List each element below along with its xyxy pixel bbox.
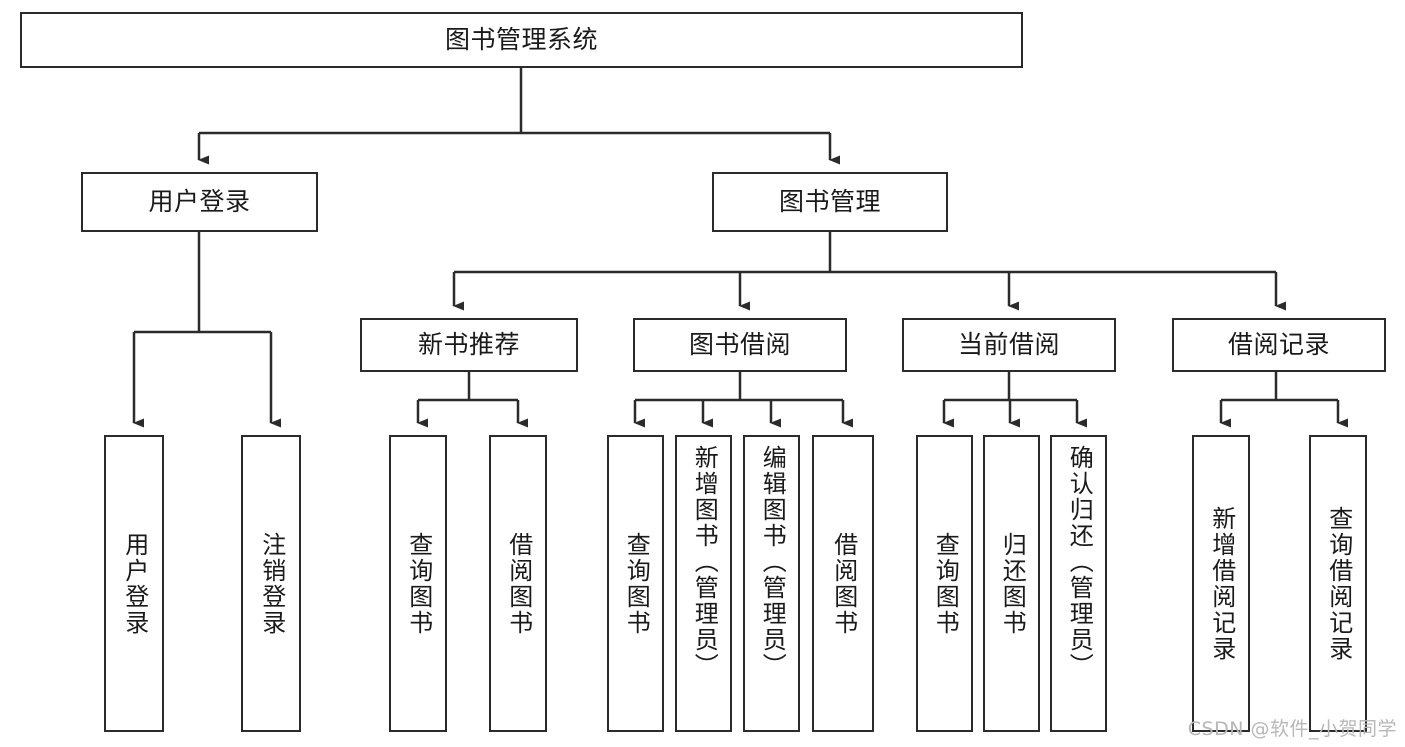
node-label: 查询借阅记录: [1324, 505, 1353, 662]
node-label: 图书管理系统: [444, 25, 598, 55]
leaf-borrow-edit-book-admin[interactable]: 编辑图书（管理员）: [743, 435, 800, 732]
leaf-logout[interactable]: 注销登录: [241, 435, 301, 732]
node-root-system[interactable]: 图书管理系统: [20, 12, 1023, 68]
leaf-borrow-add-book-admin[interactable]: 新增图书（管理员）: [675, 435, 732, 732]
node-label: 新增图书（管理员）: [690, 445, 719, 679]
node-book-manage[interactable]: 图书管理: [712, 172, 948, 232]
leaf-borrow-query-book[interactable]: 查询图书: [607, 435, 664, 732]
node-label: 借阅记录: [1227, 330, 1330, 360]
node-label: 查询图书: [622, 531, 651, 636]
csdn-watermark: CSDN @软件_小贺同学: [1187, 718, 1397, 740]
leaf-borrow-borrow-book[interactable]: 借阅图书: [812, 435, 874, 732]
node-label: 查询图书: [404, 531, 433, 636]
node-label: 新书推荐: [417, 330, 520, 360]
node-label: 用户登录: [120, 531, 149, 636]
node-label: 归还图书: [998, 531, 1027, 636]
node-book-borrow[interactable]: 图书借阅: [633, 318, 847, 372]
node-label: 新增借阅记录: [1207, 505, 1236, 662]
node-label: 图书管理: [778, 187, 881, 217]
node-user-login[interactable]: 用户登录: [81, 172, 318, 232]
node-label: 借阅图书: [504, 531, 533, 636]
leaf-records-add-record[interactable]: 新增借阅记录: [1192, 435, 1250, 732]
leaf-newbook-borrow-book[interactable]: 借阅图书: [489, 435, 547, 732]
node-current-borrow[interactable]: 当前借阅: [902, 318, 1116, 372]
leaf-current-query-book[interactable]: 查询图书: [916, 435, 973, 732]
node-new-book-recommend[interactable]: 新书推荐: [360, 318, 578, 372]
node-label: 借阅图书: [829, 531, 858, 636]
node-label: 图书借阅: [688, 330, 791, 360]
node-label: 查询图书: [931, 531, 960, 636]
node-label: 当前借阅: [957, 330, 1060, 360]
leaf-current-confirm-return-admin[interactable]: 确认归还（管理员）: [1050, 435, 1107, 732]
leaf-user-login[interactable]: 用户登录: [104, 435, 164, 732]
leaf-records-query-record[interactable]: 查询借阅记录: [1309, 435, 1367, 732]
node-label: 注销登录: [257, 531, 286, 636]
leaf-current-return-book[interactable]: 归还图书: [983, 435, 1040, 732]
node-borrow-records[interactable]: 借阅记录: [1172, 318, 1386, 372]
node-label: 用户登录: [148, 187, 251, 217]
leaf-newbook-query-book[interactable]: 查询图书: [389, 435, 447, 732]
node-label: 确认归还（管理员）: [1065, 445, 1094, 679]
node-label: 编辑图书（管理员）: [758, 445, 787, 679]
